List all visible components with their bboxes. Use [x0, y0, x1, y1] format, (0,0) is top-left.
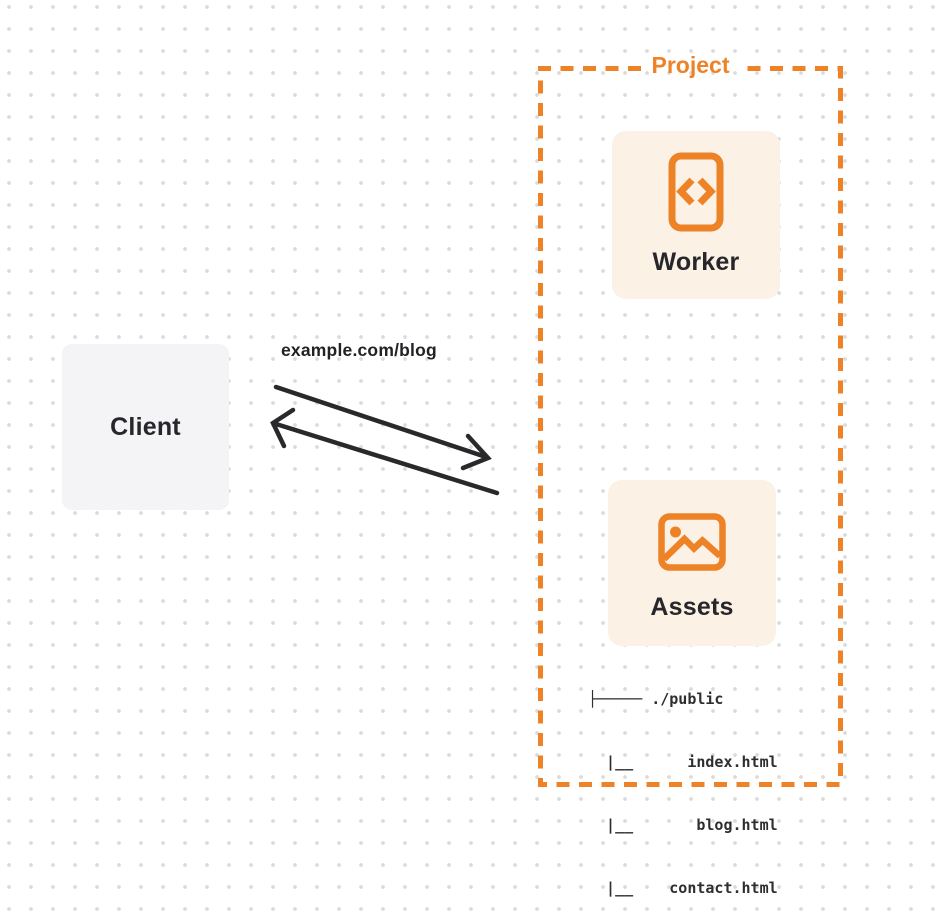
- file-tree-line: |__ index.html: [588, 753, 778, 771]
- client-label: Client: [110, 412, 181, 441]
- assets-card: Assets: [608, 480, 776, 646]
- response-arrow: [270, 407, 500, 496]
- file-tree-line: |__ blog.html: [588, 816, 778, 834]
- request-arrow: [273, 384, 492, 471]
- worker-card: Worker: [612, 131, 780, 299]
- file-tree-line: |__ contact.html: [588, 879, 778, 897]
- file-tree-line: ├───── ./public: [588, 690, 724, 708]
- code-file-icon: [668, 152, 724, 232]
- project-label: Project: [651, 52, 730, 78]
- image-icon: [658, 513, 726, 571]
- file-tree: ├───── ./public |__ index.html |__ blog.…: [588, 647, 778, 920]
- assets-label: Assets: [650, 593, 734, 621]
- client-card: Client: [62, 344, 229, 510]
- worker-label: Worker: [652, 248, 740, 276]
- request-url-label: example.com/blog: [281, 340, 437, 360]
